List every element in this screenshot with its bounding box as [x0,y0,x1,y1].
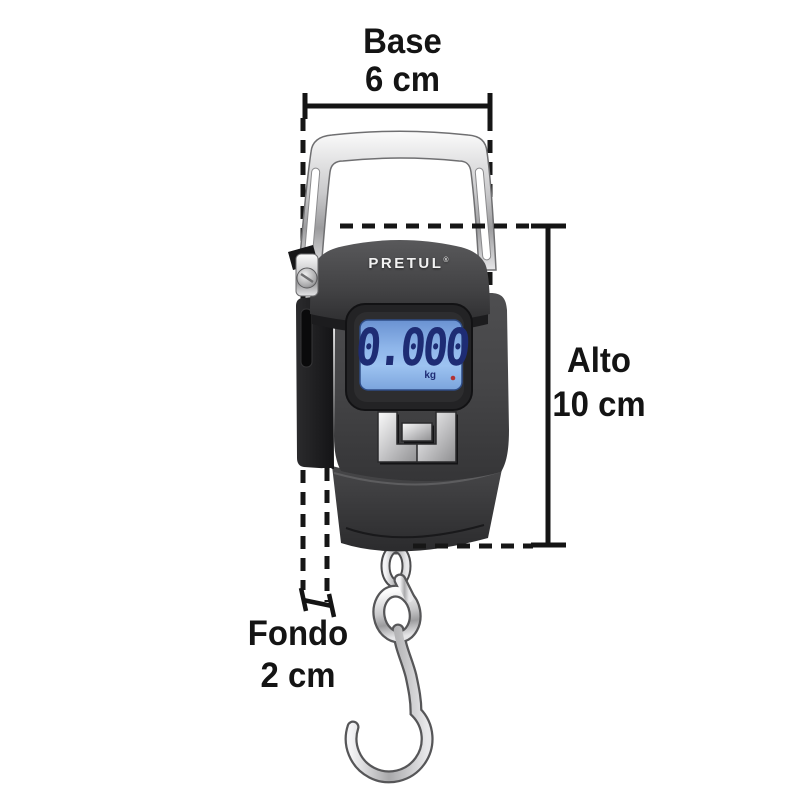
lower-housing-shell [332,464,503,552]
lower-housing-seam [345,524,485,539]
dimension-fondo-label: Fondo [247,614,349,653]
projection-guides-over [322,223,533,602]
dimension-fondo-value: 2 cm [260,656,336,695]
lower-housing-step [333,470,502,486]
handle-slot-right [474,167,492,261]
brand-logo: PRETUL® [338,252,479,273]
dimension-fondo-line [298,587,337,618]
lower-housing [332,464,503,552]
dimension-base-label: Base [363,22,442,61]
hook-twist [395,575,414,603]
button-right [416,411,457,463]
side-panel-slot [300,308,313,368]
lcd-display [345,303,473,411]
dimension-base-line [302,93,493,119]
dimension-lines [298,93,566,618]
side-panel [296,295,334,469]
lcd-screen [359,319,463,391]
scale-handle [298,130,497,271]
lcd-unit-label: kg [424,370,436,381]
handle-loop [298,130,497,271]
brand-name: PRETUL [368,255,444,272]
button-center [401,422,433,442]
lcd-reading: 0.000 [353,317,471,378]
dimension-alto-label: Alto [567,341,631,380]
top-cap [310,240,490,324]
brand-registered-mark: ® [443,257,449,264]
hook-curve [346,625,432,782]
dimension-alto-line [531,223,566,548]
hanging-hook [344,573,434,784]
tare-buttons [377,411,458,465]
dimension-alto-value: 10 cm [552,385,646,424]
power-dot [450,375,456,381]
handle-hinge [288,245,319,297]
dimension-base-value: 6 cm [365,60,440,99]
